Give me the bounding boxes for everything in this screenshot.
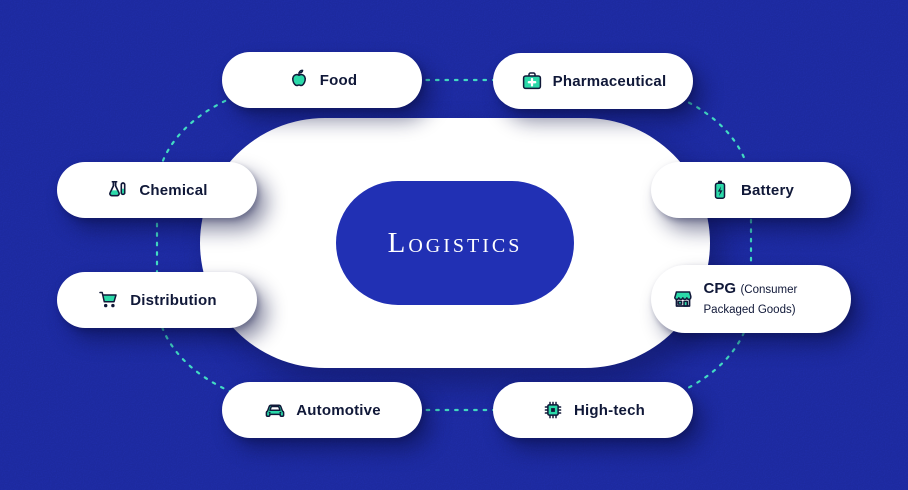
node-label-high-tech: High-tech: [574, 401, 645, 419]
node-label-distribution: Distribution: [130, 291, 217, 309]
center-label: Logistics: [387, 226, 523, 259]
first-aid-icon: [520, 69, 544, 93]
shopping-cart-icon: [97, 288, 121, 312]
center-blob: Logistics: [200, 118, 710, 368]
node-label-chemical: Chemical: [139, 181, 208, 199]
node-high-tech: High-tech: [493, 382, 693, 438]
cpg-label: CPG: [703, 280, 737, 297]
node-label-automotive: Automotive: [296, 401, 381, 419]
node-battery: Battery: [651, 162, 851, 218]
chip-icon: [541, 398, 565, 422]
flask-icon: [106, 178, 130, 202]
storefront-icon: [671, 287, 695, 311]
apple-icon: [287, 68, 311, 92]
node-cpg: CPG (Consumer Packaged Goods): [651, 265, 851, 333]
car-icon: [263, 398, 287, 422]
node-automotive: Automotive: [222, 382, 422, 438]
node-chemical: Chemical: [57, 162, 257, 218]
node-label-pharmaceutical: Pharmaceutical: [552, 72, 667, 90]
node-label-food: Food: [319, 71, 358, 89]
center-node: Logistics: [336, 181, 574, 305]
cpg-label-suffix: (Consumer Packaged Goods): [703, 284, 798, 316]
node-label-cpg: CPG (Consumer Packaged Goods): [704, 279, 832, 319]
node-distribution: Distribution: [57, 272, 257, 328]
battery-icon: [708, 178, 732, 202]
node-label-battery: Battery: [740, 181, 795, 199]
node-pharmaceutical: Pharmaceutical: [493, 53, 693, 109]
node-food: Food: [222, 52, 422, 108]
